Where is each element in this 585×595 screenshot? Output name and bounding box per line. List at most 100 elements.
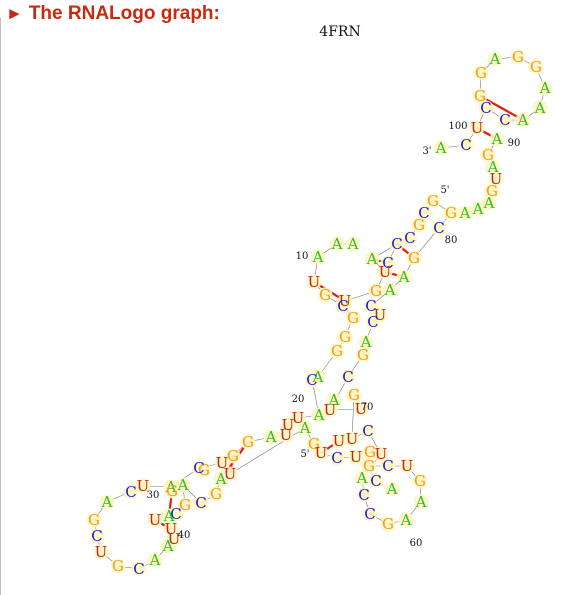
nucleotide-halo — [425, 193, 441, 209]
nucleotide-halo — [317, 287, 333, 303]
nucleotide-halo — [177, 497, 193, 513]
nucleotide-halo — [340, 369, 356, 385]
nucleotide-halo — [478, 100, 494, 116]
nucleotide-a: A — [491, 130, 503, 148]
nucleotide-c: C — [133, 560, 144, 578]
nucleotide-u: U — [149, 511, 162, 529]
nucleotide-a: A — [398, 268, 410, 286]
nucleotide-c: C — [365, 297, 376, 315]
structure-id-label: 4FRN — [319, 24, 360, 40]
nucleotide-a: A — [384, 281, 396, 299]
nucleotide-c: C — [358, 486, 369, 504]
nucleotide-halo — [356, 487, 372, 503]
nucleotide-halo — [382, 282, 398, 298]
nucleotide-u: U — [490, 170, 503, 188]
nucleotide-halo — [384, 481, 400, 497]
nucleotide-a: A — [149, 551, 161, 569]
position-label: 10 — [296, 251, 309, 262]
nucleotide-g: G — [414, 472, 426, 490]
nucleotide-c: C — [193, 459, 204, 477]
nucleotide-g: G — [88, 511, 100, 529]
nucleotide-halo — [368, 283, 384, 299]
nucleotide-a: A — [347, 235, 359, 253]
nucleotide-a: A — [215, 470, 227, 488]
nucleotide-halo — [469, 120, 485, 136]
nucleotide-halo — [458, 137, 474, 153]
nucleotide-g: G — [357, 346, 369, 364]
nucleotide-halo — [485, 159, 501, 175]
nucleotide-u: U — [224, 465, 237, 483]
nucleotide-a: A — [415, 493, 427, 511]
nucleotide-u: U — [339, 292, 352, 310]
nucleotide-a: A — [386, 480, 398, 498]
nucleotide-u: U — [308, 273, 321, 291]
nucleotide-u: U — [350, 448, 363, 466]
nucleotide-a: A — [299, 419, 311, 437]
nucleotide-c: C — [195, 494, 206, 512]
nucleotide-halo — [337, 329, 353, 345]
nucleotide-halo — [99, 494, 115, 510]
nucleotide-a: A — [356, 469, 368, 487]
nucleotide-u: U — [282, 416, 295, 434]
nucleotide-halo — [161, 508, 177, 524]
position-label: 3' — [422, 146, 431, 157]
nucleotide-c: C — [91, 527, 102, 545]
nucleotide-halo — [225, 448, 241, 464]
nucleotide-halo — [481, 195, 497, 211]
nucleotide-halo — [443, 205, 459, 221]
nucleotide-halo — [89, 528, 105, 544]
nucleotide-g: G — [512, 48, 524, 66]
nucleotide-a: A — [534, 99, 546, 117]
nucleotide-g: G — [530, 58, 542, 76]
nucleotide-halo — [329, 236, 345, 252]
nucleotide-halo — [345, 310, 361, 326]
nucleotide-halo — [335, 298, 351, 314]
nucleotide-a: A — [163, 507, 175, 525]
nucleotide-a: A — [459, 204, 471, 222]
nucleotide-c: C — [382, 254, 393, 272]
nucleotide-u: U — [401, 457, 414, 475]
nucleotide-a: A — [517, 111, 529, 129]
nucleotide-u: U — [324, 401, 337, 419]
nucleotide-g: G — [347, 309, 359, 327]
nucleotide-halo — [480, 147, 496, 163]
nucleotide-halo — [537, 80, 553, 96]
nucleotide-a: A — [489, 50, 501, 68]
position-label: 5' — [440, 185, 449, 196]
nucleotide-halo — [306, 274, 322, 290]
nucleotide-a: A — [331, 235, 343, 253]
nucleotide-g: G — [486, 182, 498, 200]
nucleotide-halo — [377, 264, 393, 280]
nucleotide-halo — [497, 112, 513, 128]
position-label: 60 — [410, 538, 423, 549]
nucleotide-a: A — [177, 476, 189, 494]
nucleotide-halos — [86, 49, 553, 577]
nucleotide-halo — [147, 552, 163, 568]
nucleotide-g: G — [331, 342, 343, 360]
nucleotide-halo — [431, 220, 447, 236]
nucleotide-u: U — [471, 119, 484, 137]
nucleotide-halo — [123, 484, 139, 500]
nucleotide-halo — [472, 88, 488, 104]
nucleotide-halo — [353, 401, 369, 417]
nucleotide-halo — [345, 236, 361, 252]
position-label: 40 — [178, 530, 191, 541]
nucleotide-c: C — [331, 449, 342, 467]
nucleotide-halo — [147, 512, 163, 528]
nucleotide-halo — [193, 495, 209, 511]
nucleotide-c: C — [362, 422, 373, 440]
nucleotide-halo — [515, 112, 531, 128]
nucleotide-halo — [380, 458, 396, 474]
nucleotide-a: A — [483, 194, 495, 212]
nucleotide-a: A — [400, 511, 412, 529]
nucleotide-halo — [389, 236, 405, 252]
nucleotide-halo — [412, 473, 428, 489]
nucleotide-a: A — [539, 79, 551, 97]
nucleotide-halo — [191, 460, 207, 476]
nucleotide-halo — [329, 343, 345, 359]
nucleotide-halo — [344, 431, 360, 447]
nucleotide-halo — [396, 269, 412, 285]
nucleotide-halo — [433, 140, 449, 156]
nucleotide-halo — [311, 407, 327, 423]
nucleotide-halo — [358, 334, 374, 350]
